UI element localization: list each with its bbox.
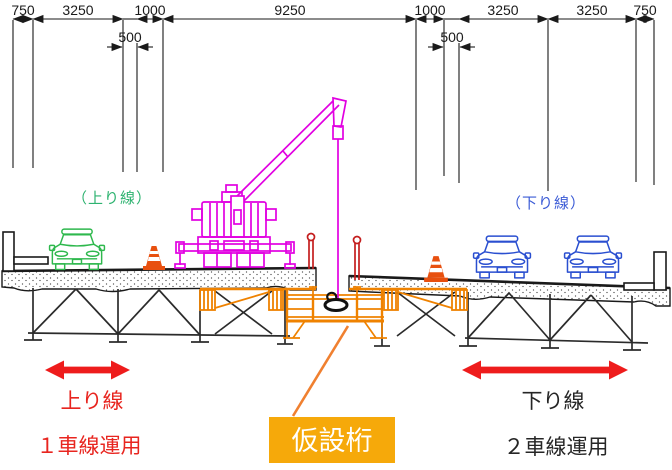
dim-3250-right: 3250 xyxy=(576,2,607,18)
traffic-cone-left xyxy=(143,246,165,270)
upbound-extent-arrow xyxy=(45,360,130,380)
upbound-operation-text: １車線運用 xyxy=(37,435,142,458)
upbound-lane-label: （上り線） xyxy=(72,190,152,207)
dim-750-right: 750 xyxy=(633,2,657,18)
crane-hook xyxy=(323,291,349,312)
upbound-text: 上り線 xyxy=(61,390,124,413)
left-truss-feet xyxy=(24,333,293,345)
safety-post-right xyxy=(352,235,362,280)
right-parapet xyxy=(623,251,667,291)
downbound-car-1 xyxy=(472,235,532,279)
traffic-cone-right xyxy=(424,256,448,282)
right-truss-feet xyxy=(374,338,641,351)
dimension-labels: 750 3250 1000 9250 1000 3250 3250 750 50… xyxy=(11,2,657,45)
crane xyxy=(174,96,347,300)
left-bridge-deck xyxy=(1,231,317,293)
dim-750-left: 750 xyxy=(11,2,35,18)
dimension-lines xyxy=(12,14,655,191)
dim-500-right: 500 xyxy=(440,29,464,45)
temp-girder-callout: 仮設桁 xyxy=(269,417,395,463)
dim-500-left: 500 xyxy=(118,29,142,45)
left-parapet xyxy=(2,231,49,272)
dim-1000-right: 1000 xyxy=(414,2,445,18)
temp-girder-callout-text: 仮設桁 xyxy=(292,426,373,456)
dim-9250: 9250 xyxy=(274,2,305,18)
dim-3250-left: 3250 xyxy=(62,2,93,18)
right-bridge-deck xyxy=(348,251,671,307)
left-support-truss xyxy=(24,288,293,345)
crane-boom xyxy=(229,96,347,209)
downbound-car-2 xyxy=(563,235,623,279)
downbound-text: 下り線 xyxy=(522,390,585,413)
temporary-support-brackets xyxy=(199,287,468,311)
upbound-car xyxy=(48,228,106,271)
safety-post-left xyxy=(306,232,316,269)
downbound-operation-text: ２車線運用 xyxy=(504,436,609,459)
dim-1000-left: 1000 xyxy=(134,2,165,18)
crane-truck xyxy=(174,184,296,269)
downbound-lane-label: （下り線） xyxy=(506,195,586,212)
dim-3250-mid: 3250 xyxy=(487,2,518,18)
downbound-extent-arrow xyxy=(462,360,628,380)
girder-leader-line xyxy=(291,325,350,417)
